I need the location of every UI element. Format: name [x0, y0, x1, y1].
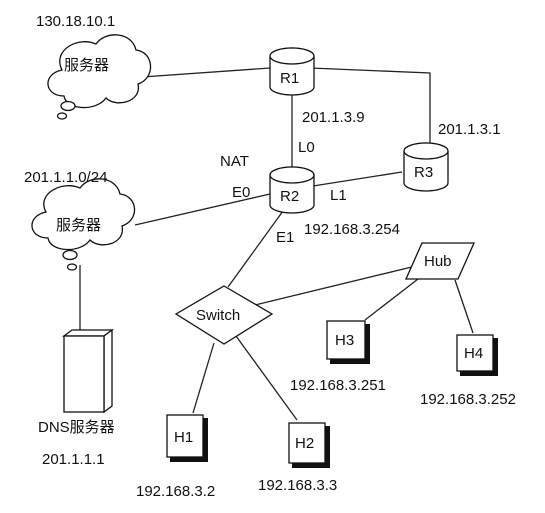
dns-name: DNS服务器 [38, 419, 115, 436]
switch-icon [174, 285, 274, 345]
server-top-name: 服务器 [64, 56, 109, 74]
h4-label: H4 [464, 345, 483, 362]
r2-ip: 192.168.3.254 [304, 221, 400, 238]
server-cloud-left: 服务器 [31, 178, 136, 271]
hub-label: Hub [424, 253, 452, 270]
link-hub-h3 [364, 278, 419, 321]
r1-r2-ip: 201.1.3.9 [302, 109, 365, 126]
h1-label: H1 [174, 429, 193, 446]
r1-r3-ip: 201.1.3.1 [438, 121, 501, 138]
server-left-name: 服务器 [56, 216, 101, 234]
links [79, 67, 474, 421]
e1-label: E1 [276, 229, 294, 246]
e0-label: E0 [232, 184, 250, 201]
h1-ip: 192.168.3.2 [136, 483, 215, 500]
cloud-icon [31, 178, 136, 251]
h3-ip: 192.168.3.251 [290, 377, 386, 394]
dns-server: DNS服务器 201.1.1.1 [38, 328, 115, 468]
link-r2-switch [227, 210, 284, 288]
switch: Switch [174, 285, 274, 345]
cloud-icon [47, 34, 152, 109]
link-r1-r3 [309, 67, 431, 148]
host-icon [326, 320, 366, 360]
host-h1: H1 [166, 414, 208, 462]
link-cloud-top-r1 [127, 67, 271, 79]
subnet-label: 201.1.1.0/24 [24, 169, 107, 186]
nat-label: NAT [220, 153, 249, 170]
hub-icon [404, 242, 476, 280]
host-icon [288, 422, 326, 464]
link-r2-r3 [312, 171, 403, 187]
l1-label: L1 [330, 187, 347, 204]
host-icon [166, 414, 204, 458]
host-h3: H3 [326, 320, 370, 364]
link-switch-h2 [235, 335, 298, 421]
link-switch-h1 [192, 342, 215, 414]
h3-label: H3 [335, 332, 354, 349]
router-r3: R3 [403, 142, 449, 192]
host-h4: H4 [456, 334, 498, 376]
router-r2: R2 [269, 166, 315, 214]
switch-label: Switch [196, 307, 240, 324]
server-tower-icon [63, 335, 105, 413]
hub: Hub [404, 242, 476, 280]
h2-ip: 192.168.3.3 [258, 477, 337, 494]
h2-label: H2 [295, 435, 314, 452]
r1-label: R1 [280, 70, 299, 87]
router-r1: R1 [269, 47, 315, 96]
host-h2: H2 [288, 422, 330, 468]
server-top-ip: 130.18.10.1 [36, 13, 115, 30]
link-switch-hub [254, 264, 421, 306]
dns-ip: 201.1.1.1 [42, 451, 105, 468]
r2-label: R2 [280, 188, 299, 205]
h4-ip: 192.168.3.252 [420, 391, 516, 408]
r3-label: R3 [414, 164, 433, 181]
host-icon [456, 334, 494, 372]
server-cloud-top: 服务器 [47, 34, 152, 120]
l0-label: L0 [298, 139, 315, 156]
link-r2-cloud-left [134, 193, 271, 226]
link-hub-h4 [454, 279, 474, 334]
